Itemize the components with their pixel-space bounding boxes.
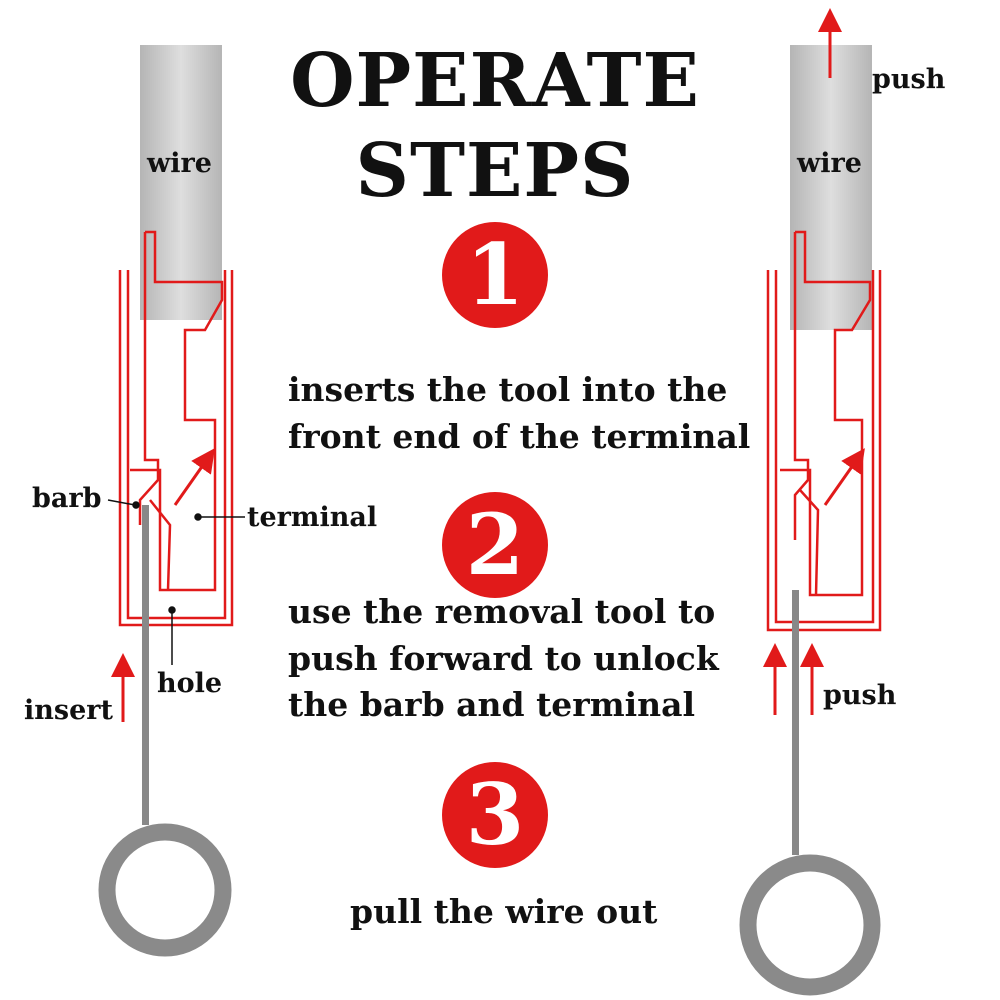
right-wire-label: wire bbox=[797, 148, 862, 179]
step-2-line-3: the barb and terminal bbox=[288, 685, 696, 724]
left-tool-shaft bbox=[142, 505, 149, 825]
step-2-line-1: use the removal tool to bbox=[288, 592, 716, 631]
right-tool-shaft bbox=[792, 590, 799, 855]
right-unlock-arrow bbox=[823, 448, 865, 506]
step-1-line-1: inserts the tool into the bbox=[288, 370, 728, 409]
title-line-2: STEPS bbox=[355, 128, 635, 214]
left-wire bbox=[140, 45, 222, 320]
step-2-line-2: push forward to unlock bbox=[288, 639, 719, 678]
title-line-1: OPERATE bbox=[290, 38, 700, 124]
step-2-badge: 2 bbox=[442, 492, 548, 598]
step-1-line-2: front end of the terminal bbox=[288, 417, 751, 456]
insert-label: insert bbox=[24, 695, 113, 726]
hole-label: hole bbox=[157, 668, 223, 699]
right-connector bbox=[766, 230, 882, 632]
step-3-badge: 3 bbox=[442, 762, 548, 868]
terminal-label: terminal bbox=[247, 502, 378, 533]
left-unlock-arrow bbox=[173, 448, 215, 506]
step-1-badge: 1 bbox=[442, 222, 548, 328]
barb-label: barb bbox=[32, 483, 102, 514]
push-top-label: push bbox=[872, 64, 946, 95]
right-tool-ring bbox=[739, 854, 881, 996]
left-leader-lines bbox=[107, 499, 245, 665]
left-connector bbox=[118, 230, 234, 627]
left-tool-ring bbox=[98, 823, 232, 957]
push-bottom-label: push bbox=[823, 680, 897, 711]
step-3-line-1: pull the wire out bbox=[350, 892, 658, 931]
left-wire-label: wire bbox=[147, 148, 212, 179]
